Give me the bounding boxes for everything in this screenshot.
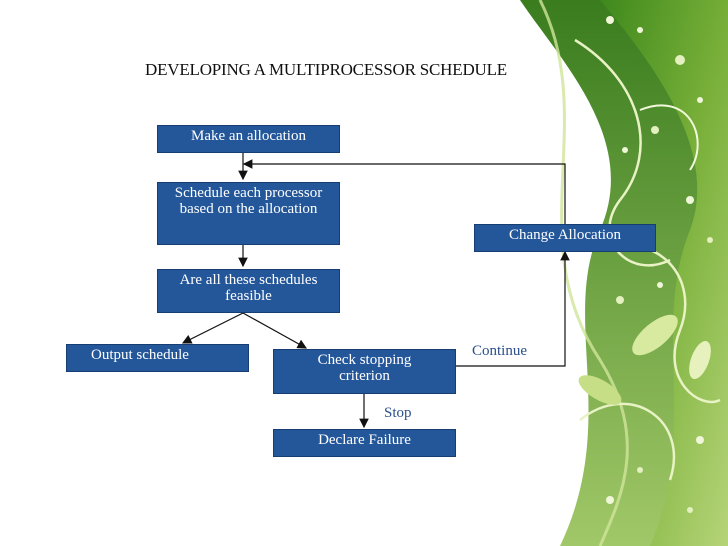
node-label: Output schedule [91,347,189,363]
node-declare-failure: Declare Failure [273,429,456,457]
node-check-stopping: Check stopping criterion [273,349,456,394]
node-label: Change Allocation [508,227,622,243]
node-schedule-each: Schedule each processor based on the all… [157,182,340,245]
node-output-schedule: Output schedule [66,344,249,372]
diagram-title: DEVELOPING A MULTIPROCESSOR SCHEDULE [145,60,507,79]
node-label: Declare Failure [318,432,411,448]
node-label: Make an allocation [191,128,306,144]
edge-label-continue: Continue [472,343,527,359]
node-make-allocation: Make an allocation [157,125,340,153]
node-change-allocation: Change Allocation [474,224,656,252]
node-label: Check stopping criterion [317,352,412,384]
node-feasible-check: Are all these schedules feasible [157,269,340,313]
node-label: Schedule each processor based on the all… [174,185,323,217]
edge-label-stop: Stop [384,405,412,421]
node-label: Are all these schedules feasible [179,272,318,304]
